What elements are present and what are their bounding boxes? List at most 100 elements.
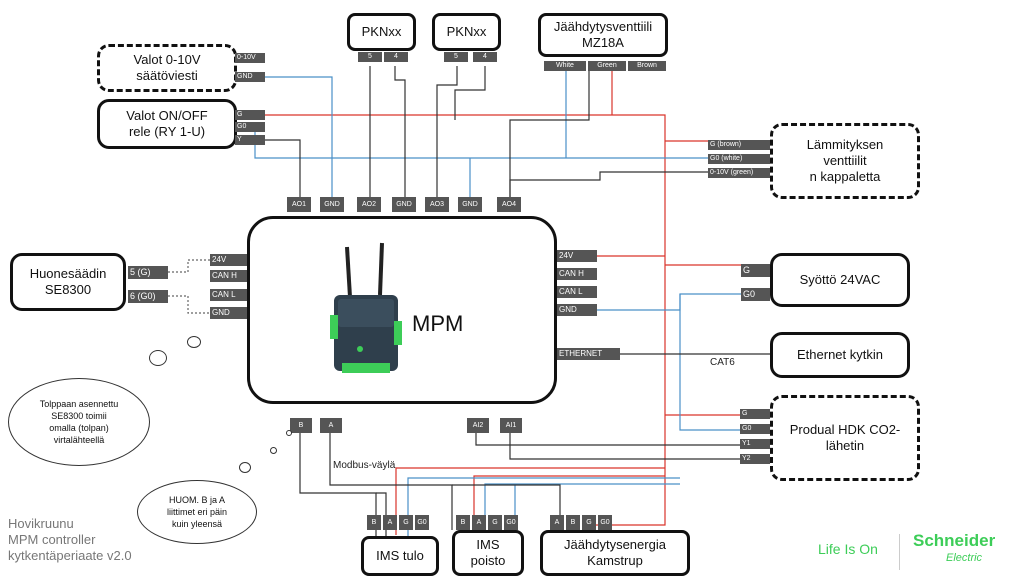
pin-produal-y1: Y1 — [740, 439, 770, 449]
pin-produal-g0: G0 — [740, 424, 770, 434]
footer-title: Hovikruunu MPM controller kytkentäperiaa… — [8, 516, 132, 564]
mpm-controller: MPM — [247, 216, 557, 404]
valot-0-10v-line1: Valot 0-10V — [133, 52, 201, 67]
pin-ims-tulo-g: G — [399, 515, 413, 530]
pin-kamstrup-b: B — [566, 515, 580, 530]
terminal-gnd-3: GND — [458, 197, 482, 212]
valot-onoff-line2: rele (RY 1-U) — [128, 124, 206, 139]
terminal-gnd-2: GND — [392, 197, 416, 212]
jaahdytys-line1: Jäähdytysventtiili — [553, 19, 653, 34]
pin-pkn2-5: 5 — [444, 52, 468, 62]
pkn-box-1: PKNxx — [347, 13, 416, 51]
ims-poisto-line1: IMS — [476, 537, 500, 552]
pin-lammitys-0-10v: 0-10V (green) — [708, 168, 770, 178]
brand-divider — [899, 534, 900, 570]
lammitys-line3: n kappaletta — [809, 169, 881, 184]
terminal-ai1: AI1 — [500, 418, 522, 433]
terminal-right-can-h: CAN H — [557, 268, 597, 280]
pin-jaahdytys-green: Green — [588, 61, 626, 71]
dashed-links — [168, 259, 210, 314]
pin-jaahdytys-white: White — [544, 61, 586, 71]
terminal-right-can-l: CAN L — [557, 286, 597, 298]
ethernet-kytkin-label: Ethernet kytkin — [797, 347, 883, 362]
kamstrup-line2: Kamstrup — [587, 553, 643, 568]
terminal-right-24v: 24V — [557, 250, 597, 262]
brand-sub: Electric — [946, 552, 983, 564]
cloud-tolppa-line1: Tolppaan asennettu — [39, 399, 119, 409]
terminal-ao2: AO2 — [357, 197, 381, 212]
pin-valot-gnd: GND — [235, 72, 265, 82]
pin-lammitys-g: G (brown) — [708, 140, 770, 150]
syotto-label: Syöttö 24VAC — [799, 272, 881, 287]
red-wires — [237, 66, 770, 535]
cloud-tolppa-line3: omalla (tolpan) — [49, 423, 109, 433]
pin-produal-g: G — [740, 409, 770, 419]
pkn-box-2: PKNxx — [432, 13, 501, 51]
pin-valot-g0: G0 — [235, 122, 265, 132]
cloud-huom-line1: HUOM. B ja A — [168, 495, 225, 505]
footer-line3: kytkentäperiaate v2.0 — [8, 548, 132, 563]
terminal-ao3: AO3 — [425, 197, 449, 212]
pin-valot-g: G — [235, 110, 265, 120]
valot-onoff-line1: Valot ON/OFF — [126, 108, 208, 123]
brand-name: Schneider — [913, 531, 996, 550]
pin-huonesaadin-5g: 5 (G) — [128, 266, 168, 279]
mpm-label: MPM — [412, 311, 464, 336]
pin-jaahdytys-brown: Brown — [628, 61, 666, 71]
bubble-dot-4 — [270, 447, 277, 454]
valot-0-10v-line2: säätöviesti — [136, 68, 198, 83]
terminal-gnd-1: GND — [320, 197, 344, 212]
pin-syotto-g: G — [741, 264, 770, 277]
ethernet-kytkin-box: Ethernet kytkin — [770, 332, 910, 378]
pkn-label-2: PKNxx — [446, 24, 487, 39]
terminal-left-gnd: GND — [210, 307, 247, 319]
pin-produal-y2: Y2 — [740, 454, 770, 464]
terminal-ai2: AI2 — [467, 418, 489, 433]
controller-device-icon — [330, 242, 402, 373]
pin-syotto-g0: G0 — [741, 288, 770, 301]
pin-ims-tulo-b: B — [367, 515, 381, 530]
terminal-right-gnd: GND — [557, 304, 597, 316]
pin-pkn2-4: 4 — [473, 52, 497, 62]
pin-kamstrup-a: A — [550, 515, 564, 530]
ims-tulo-box: IMS tulo — [361, 536, 439, 576]
produal-line2: lähetin — [825, 438, 865, 453]
brand-slogan: Life Is On — [818, 541, 878, 557]
lammitys-line2: venttiilit — [823, 153, 867, 168]
terminal-left-can-l: CAN L — [210, 289, 247, 301]
terminal-a: A — [320, 418, 342, 433]
produal-box: Produal HDK CO2-lähetin — [770, 395, 920, 481]
kamstrup-line1: Jäähdytysenergia — [564, 537, 666, 552]
terminal-left-24v: 24V — [210, 254, 247, 266]
huonesaadin-line1: Huonesäädin — [29, 266, 107, 281]
pin-ims-tulo-a: A — [383, 515, 397, 530]
pkn-label-1: PKNxx — [361, 24, 402, 39]
bubble-dot-5 — [239, 462, 251, 473]
pin-ims-poisto-b: B — [456, 515, 470, 530]
terminal-ao1: AO1 — [287, 197, 311, 212]
cloud-huom-line2: liittimet eri päin — [166, 507, 228, 517]
cloud-huom-line3: kuin yleensä — [171, 519, 223, 529]
pin-ims-tulo-g0: G0 — [415, 515, 429, 530]
ims-tulo-label: IMS tulo — [376, 548, 424, 563]
cloud-tolppa-line4: virtalähteellä — [53, 435, 105, 445]
lammitys-line1: Lämmityksen — [806, 137, 884, 152]
terminal-left-can-h: CAN H — [210, 270, 247, 282]
pin-pkn1-5: 5 — [358, 52, 382, 62]
pin-huonesaadin-6g0: 6 (G0) — [128, 290, 168, 303]
pin-ims-poisto-g0: G0 — [504, 515, 518, 530]
footer-line2: MPM controller — [8, 532, 96, 547]
cloud-tolppa: Tolppaan asennettu SE8300 toimii omalla … — [8, 378, 150, 466]
pin-valot-0-10v: 0-10V — [235, 53, 265, 63]
pin-pkn1-4: 4 — [384, 52, 408, 62]
terminal-ao4: AO4 — [497, 197, 521, 212]
produal-line1: Produal HDK CO2- — [789, 422, 901, 437]
